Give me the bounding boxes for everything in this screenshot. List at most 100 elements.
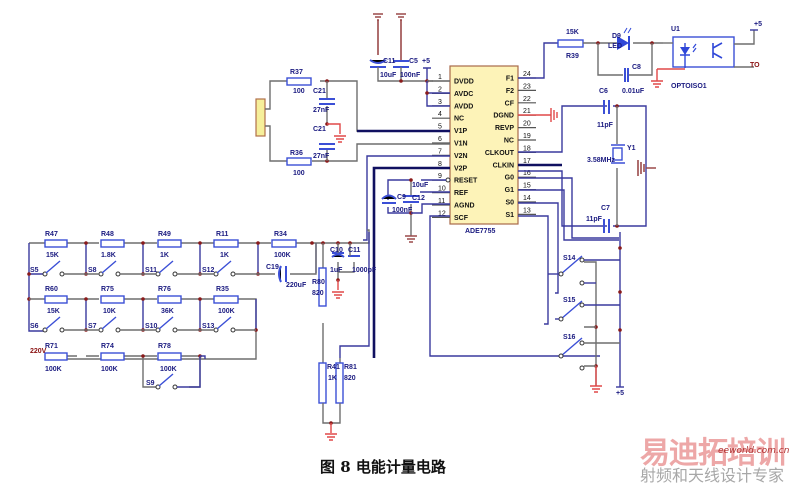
r78-value: 100K: [160, 366, 177, 373]
c8-ref: C8: [632, 64, 641, 71]
watermark-main: 易迪拓培训: [640, 436, 786, 471]
r76-ref: R76: [158, 286, 171, 293]
dgnd-ground-icon: [518, 108, 558, 122]
ic-pin-name-19: NC: [504, 138, 514, 145]
r76-value: 36K: [161, 308, 174, 315]
s8-label: S8: [88, 267, 97, 274]
r60-ref: R60: [45, 286, 58, 293]
ic-pin-name-20: REVP: [495, 125, 514, 132]
ic-pin-number-5: 5: [438, 124, 442, 131]
s11-label: S11: [145, 267, 157, 274]
c7-value: 11pF: [586, 216, 603, 223]
c21-value: 27nF: [313, 107, 330, 114]
r47-value: 15K: [46, 252, 59, 259]
s15-label: S15: [563, 297, 576, 304]
r37-ref: R37: [290, 69, 303, 76]
ic-pin-name-23: F2: [506, 88, 514, 95]
crystal-oscillator: C6 11pF Y1 3.58MHz C7 11pF: [518, 88, 656, 233]
c12-ref: C12: [412, 195, 425, 202]
v2p-wire: [372, 166, 450, 358]
s10-label: S10: [145, 323, 158, 330]
r41-ref: R41: [327, 364, 340, 371]
ic-pin-number-23: 23: [523, 83, 531, 90]
ic-pin-number-2: 2: [438, 86, 442, 93]
r11-ref: R11: [216, 231, 229, 238]
to-output-label: TO: [750, 62, 760, 69]
ic-pin-name-7: V2N: [454, 153, 468, 160]
current-input-network: R37 100 C21 27nF C21 27nF R36 100: [255, 69, 450, 177]
c12-value: 10uF: [412, 182, 429, 189]
y1-ref: Y1: [627, 145, 636, 152]
ic-pin-name-4: NC: [454, 116, 464, 123]
ic-pin-number-7: 7: [438, 148, 442, 155]
ic-pin-name-15: G1: [505, 187, 514, 194]
s5-label: S5: [30, 267, 39, 274]
c19-ref: C19: [266, 264, 279, 271]
voltage-divider-ladder: [27, 229, 370, 441]
ic-pin-number-13: 13: [523, 207, 531, 214]
c21-ref: C21: [313, 88, 326, 95]
plus5-bottom-label: +5: [616, 390, 624, 397]
c10-value: 1uF: [330, 267, 343, 274]
r60-value: 15K: [47, 308, 60, 315]
plus5-opto-label: +5: [754, 21, 762, 28]
r36-value: 100: [293, 170, 305, 177]
ic-pin-name-22: CF: [505, 100, 515, 107]
ic-pin-number-14: 14: [523, 195, 531, 202]
v2n-wire: [363, 155, 450, 241]
u1-ref: U1: [671, 26, 680, 33]
ic-pin-number-17: 17: [523, 158, 531, 165]
ic-pin-name-10: REF: [454, 190, 469, 197]
ic-ade7755-body: [449, 65, 519, 225]
ic-pin-number-22: 22: [523, 96, 531, 103]
ic-pin-number-19: 19: [523, 133, 531, 140]
c5-ref: C5: [409, 58, 418, 65]
r80-value: 820: [312, 290, 324, 297]
ic-pin-number-16: 16: [523, 170, 531, 177]
watermark-sub: 射频和天线设计专家: [640, 466, 785, 485]
r49-ref: R49: [158, 231, 171, 238]
ic-pin-number-8: 8: [438, 161, 442, 168]
r39-ref: R39: [566, 53, 579, 60]
ic-pin-name-8: V2P: [454, 165, 468, 172]
s16-label: S16: [563, 334, 576, 341]
ic-pin-number-6: 6: [438, 136, 442, 143]
r74-value: 100K: [101, 366, 118, 373]
ic-pin-name-13: S1: [505, 212, 514, 219]
c6-ref: C6: [599, 88, 608, 95]
ic-pin-name-2: AVDC: [454, 91, 473, 98]
ic-pin-number-15: 15: [523, 183, 531, 190]
ic-pin-number-1: 1: [438, 74, 442, 81]
ic-pin-number-18: 18: [523, 145, 531, 152]
ic-pin-name-21: DGND: [493, 113, 514, 120]
r37-value: 100: [293, 88, 305, 95]
u1-value: OPTOISO1: [671, 83, 707, 90]
shunt-connector: [255, 98, 266, 137]
c5-value: 100nF: [400, 72, 421, 79]
ic-pin-name-5: V1P: [454, 128, 468, 135]
r48-ref: R48: [101, 231, 114, 238]
v220-label: 220V: [30, 348, 47, 355]
r36-ref: R36: [290, 150, 303, 157]
ic-pin-number-12: 12: [438, 210, 446, 217]
c22-value: 27nF: [313, 153, 330, 160]
ic-pin-number-24: 24: [523, 71, 531, 78]
r80-ref: R80: [312, 279, 325, 286]
ic-pin-name-18: CLKOUT: [485, 150, 515, 157]
gain-select-switches: S14 S15 S16 +5: [518, 177, 624, 397]
ic-pin-name-12: SCF: [454, 215, 469, 222]
c6-value: 11pF: [597, 122, 614, 129]
ic-pin-number-9: 9: [438, 173, 442, 180]
ic-pin-number-4: 4: [438, 111, 442, 118]
r34-ref: R34: [274, 231, 287, 238]
s14-label: S14: [563, 255, 576, 262]
c8-value: 0.01uF: [622, 88, 645, 95]
ic-pin-number-11: 11: [438, 198, 445, 205]
ic-name-label: ADE7755: [465, 228, 495, 235]
reference-decoupling: C9 10uF C12 100nF: [381, 177, 600, 357]
r81-ref: R81: [344, 364, 357, 371]
d9-ref: D9: [612, 33, 621, 40]
ic-pin-number-3: 3: [438, 99, 442, 106]
r71-ref: R71: [45, 343, 58, 350]
